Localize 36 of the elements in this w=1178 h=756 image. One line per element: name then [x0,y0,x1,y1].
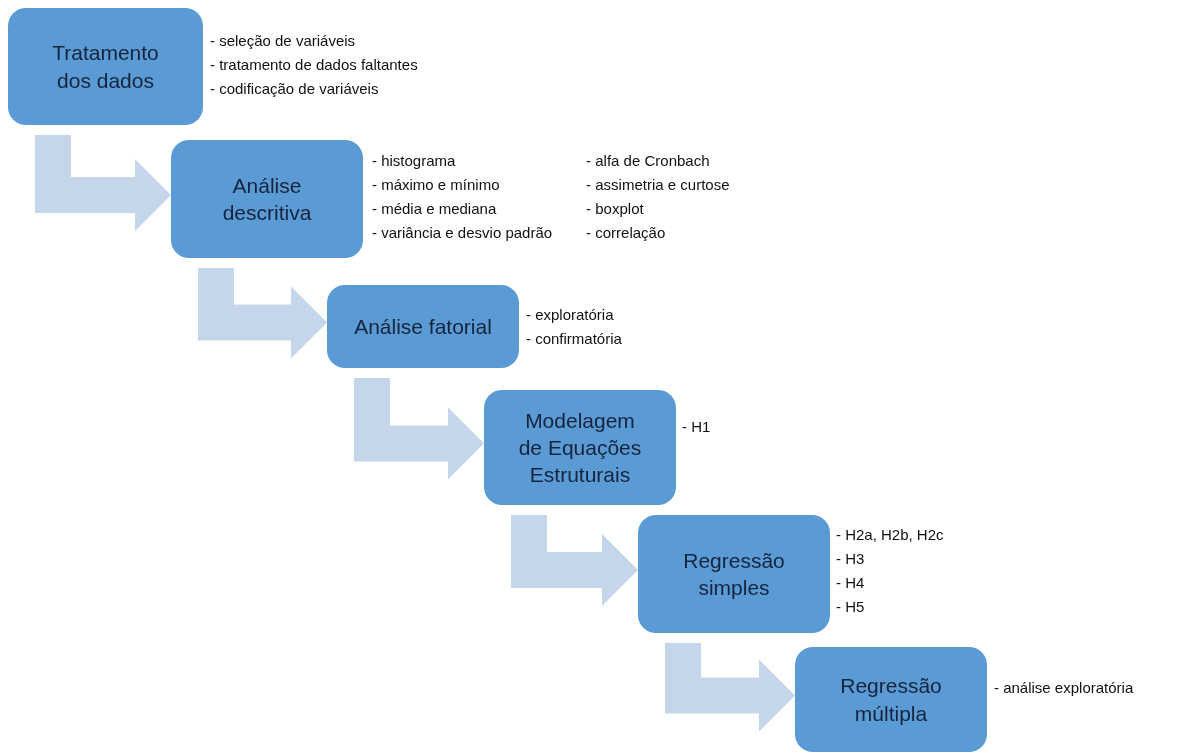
process-box [484,390,676,505]
process-box [171,140,363,258]
step-label: Regressão múltipla [839,673,943,727]
process-box [638,515,830,633]
list-item: - alfa de Cronbach [586,151,711,171]
list-item: - análise exploratória [994,678,1134,698]
bent-arrow [35,135,171,231]
step-label: Análise descritiva [221,172,313,226]
step-label: Modelagem de Equações Estruturais [517,407,643,489]
list-item: - H1 [682,417,711,437]
list-item: - confirmatória [526,329,622,349]
bent-arrow [665,643,795,732]
list-item: - H5 [836,597,866,617]
process-box [327,285,519,368]
list-item: - H3 [836,549,866,569]
list-item: - codificação de variáveis [210,79,380,99]
list-item: - assimetria e curtose [586,175,730,195]
list-item: - máximo e mínimo [372,175,501,195]
list-item: - H2a, H2b, H2c [836,525,944,545]
step-label: Regressão simples [682,547,786,601]
bent-arrow [198,268,327,359]
list-item: - boxplot [586,199,645,219]
list-item: - histograma [372,151,457,171]
process-box [795,647,987,752]
step-label: Análise fatorial [354,313,492,340]
bent-arrow [354,378,484,480]
list-item: - H4 [836,573,866,593]
list-item: - seleção de variáveis [210,31,357,51]
list-item: - correlação [586,223,667,243]
process-box [8,8,203,125]
bent-arrow [511,515,638,606]
list-item: - tratamento de dados faltantes [210,55,418,75]
list-item: - exploratória [526,305,615,325]
list-item: - variância e desvio padrão [372,223,553,243]
list-item: - média e mediana [372,199,498,219]
step-label: Tratamento dos dados [51,40,160,94]
